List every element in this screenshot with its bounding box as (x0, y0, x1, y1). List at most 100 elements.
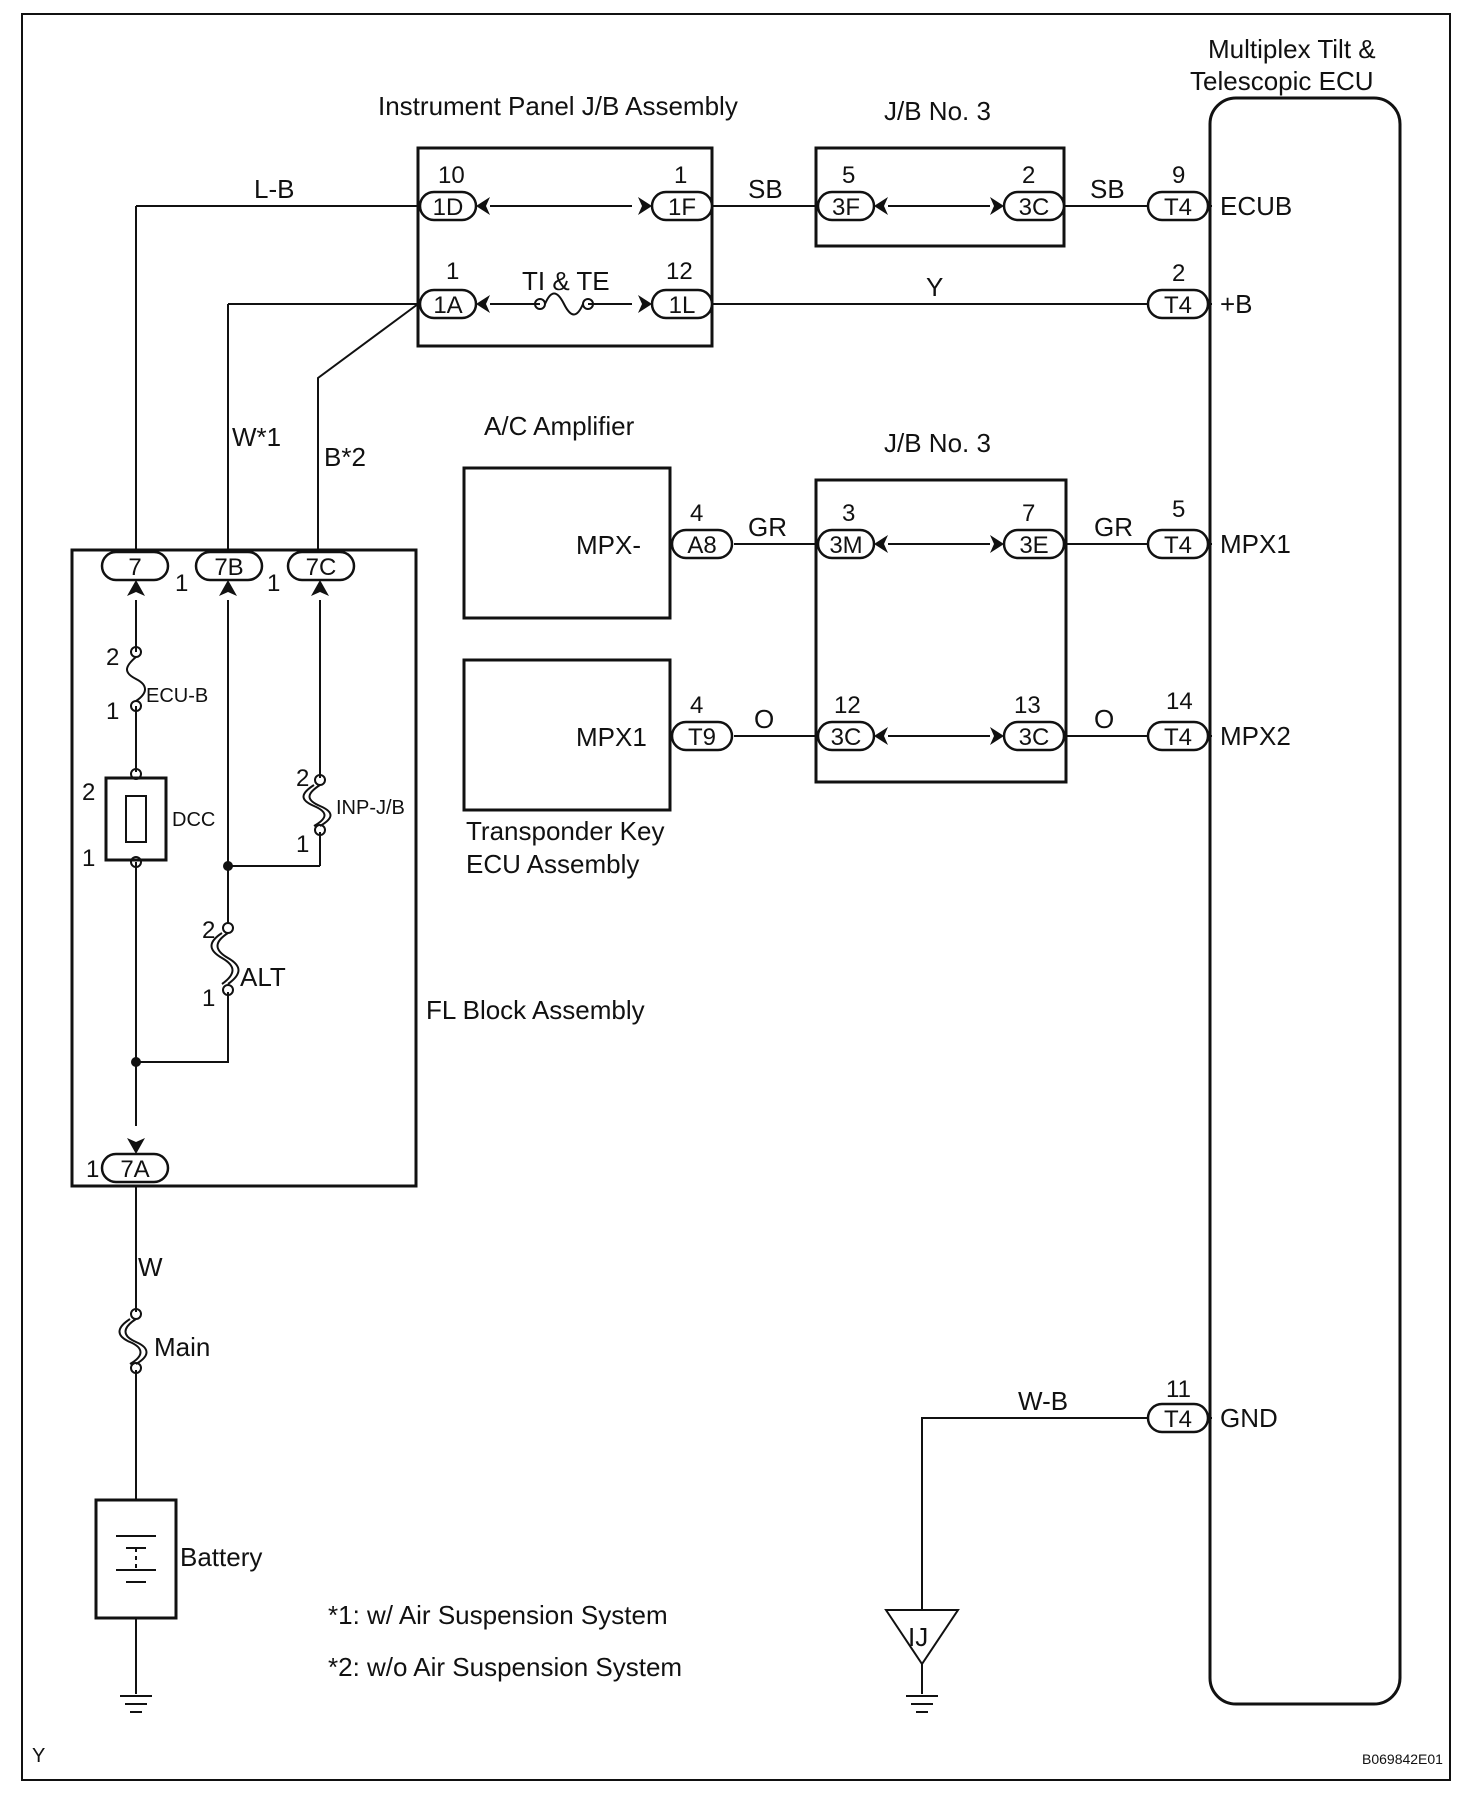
jb3-top-box (814, 146, 1066, 248)
ground-point-ij (884, 1609, 960, 1666)
wire-wb (921, 1417, 1148, 1610)
connector-7b-pill (194, 550, 264, 582)
pin-1-c7: 1 (175, 570, 188, 597)
pin-1-1a: 1 (446, 258, 459, 285)
connector-7c-pill (286, 550, 356, 582)
note-1: *1: w/ Air Suspension System (328, 1600, 668, 1630)
pin-5-t4: 5 (1172, 496, 1185, 523)
wire-label-gr-1: GR (748, 512, 787, 542)
fuse-alt (210, 922, 240, 996)
wire-label-wb: W-B (1018, 1386, 1068, 1416)
fuse-main (118, 1308, 148, 1374)
relay-dcc-label: DCC (172, 809, 215, 831)
fl-block-title: FL Block Assembly (426, 995, 645, 1025)
fuse-main-label: Main (154, 1332, 210, 1362)
pin-12-3c: 12 (834, 692, 861, 719)
trans-key-box (462, 658, 672, 812)
diagram-frame (21, 13, 1451, 1781)
terminal-mpx2: MPX2 (1220, 721, 1291, 751)
connector-a8-pill (670, 528, 734, 560)
pin-dcc-2: 2 (82, 779, 95, 806)
pin-alt-1: 1 (202, 985, 215, 1012)
terminal-mpx1: MPX1 (1220, 529, 1291, 559)
corner-mark: Y (32, 1745, 45, 1767)
fuse-alt-label: ALT (240, 962, 286, 992)
connector-3f-label: 3F (832, 194, 860, 221)
pin-9: 9 (1172, 162, 1185, 189)
connector-t9-pill (670, 720, 734, 752)
ecu-body (1208, 96, 1402, 1706)
pin-11-t4: 11 (1166, 1376, 1191, 1403)
fuse-ti-te-label: TI & TE (522, 266, 610, 296)
connector-t4-b-label: T4 (1164, 292, 1192, 319)
connector-t4-mpx2-pill (1146, 720, 1210, 752)
pin-4-t9: 4 (690, 692, 703, 719)
trans-key-terminal: MPX1 (576, 722, 647, 752)
trans-key-title-line1: Transponder Key (466, 816, 664, 846)
fuse-ecu-b (126, 646, 146, 712)
terminal-plus-b: +B (1220, 289, 1253, 319)
wire-label-o-2: O (1094, 704, 1114, 734)
fuse-inp-jb-label: INP-J/B (336, 797, 405, 819)
junction-dot-bus (131, 1057, 141, 1067)
connector-7a-pill (100, 1152, 170, 1184)
trans-key-title-line2: ECU Assembly (466, 849, 639, 879)
ac-amp-box (462, 466, 672, 620)
fuse-inp-jb (302, 774, 332, 836)
pin-inp-1: 1 (296, 831, 309, 858)
connector-t4-mpx2-label: T4 (1164, 724, 1192, 751)
pin-1-1f: 1 (674, 162, 687, 189)
wire-label-y: Y (926, 272, 943, 302)
connector-t4-ecub-label: T4 (1164, 194, 1192, 221)
pin-1-c7a: 1 (86, 1156, 99, 1183)
connector-t4-gnd-pill (1146, 1402, 1210, 1434)
pin-5-3f: 5 (842, 162, 855, 189)
connector-chevrons (127, 197, 1004, 1154)
ecu-title-line2: Telescopic ECU (1190, 66, 1374, 96)
connector-a8-label: A8 (687, 532, 716, 559)
fuse-ecu-b-label: ECU-B (146, 685, 208, 707)
connector-t4-ecub-pill (1146, 190, 1210, 222)
connector-1l-label: 1L (669, 292, 696, 319)
connector-t4-b-pill (1146, 288, 1210, 320)
connector-3c-left-label: 3C (831, 724, 862, 751)
connector-3e-label: 3E (1019, 532, 1048, 559)
connector-7c-label: 7C (306, 554, 337, 581)
pin-7-3e: 7 (1022, 500, 1035, 527)
battery-label: Battery (180, 1542, 262, 1572)
wire-label-b2: B*2 (324, 442, 366, 472)
pin-ecub-2: 2 (106, 644, 119, 671)
ground-ij-label: IJ (908, 1622, 928, 1652)
ac-amp-title: A/C Amplifier (484, 411, 635, 441)
ipjb-title: Instrument Panel J/B Assembly (378, 91, 738, 121)
pin-dcc-1: 1 (82, 845, 95, 872)
figure-code: B069842E01 (1362, 1751, 1443, 1767)
connector-t4-gnd-label: T4 (1164, 1406, 1192, 1433)
pin-4-a8: 4 (690, 500, 703, 527)
pin-ecub-1: 1 (106, 698, 119, 725)
jb3-title-bottom: J/B No. 3 (884, 428, 991, 458)
ac-amp-terminal: MPX- (576, 530, 641, 560)
battery-symbol (94, 1498, 178, 1620)
wire-label-gr-2: GR (1094, 512, 1133, 542)
connector-3c-top-label: 3C (1019, 194, 1050, 221)
pin-1-c7b: 1 (267, 570, 280, 597)
pin-12-1l: 12 (666, 258, 693, 285)
ipjb-box (416, 146, 714, 348)
connector-1a-label: 1A (433, 292, 462, 319)
jb3-title-top: J/B No. 3 (884, 96, 991, 126)
connector-1f-label: 1F (668, 194, 696, 221)
pin-2-t4: 2 (1172, 260, 1185, 287)
pin-3-3m: 3 (842, 500, 855, 527)
connector-7a-label: 7A (120, 1156, 149, 1183)
connector-1d-label: 1D (433, 194, 464, 221)
terminal-ecub: ECUB (1220, 191, 1292, 221)
wire-label-o-1: O (754, 704, 774, 734)
pin-inp-2: 2 (296, 765, 309, 792)
ground-symbol-battery (120, 1695, 152, 1713)
wire-label-sb-2: SB (1090, 174, 1125, 204)
pin-14-t4: 14 (1166, 688, 1193, 715)
connector-7-pill (100, 550, 170, 582)
fl-block-box (70, 548, 418, 1188)
